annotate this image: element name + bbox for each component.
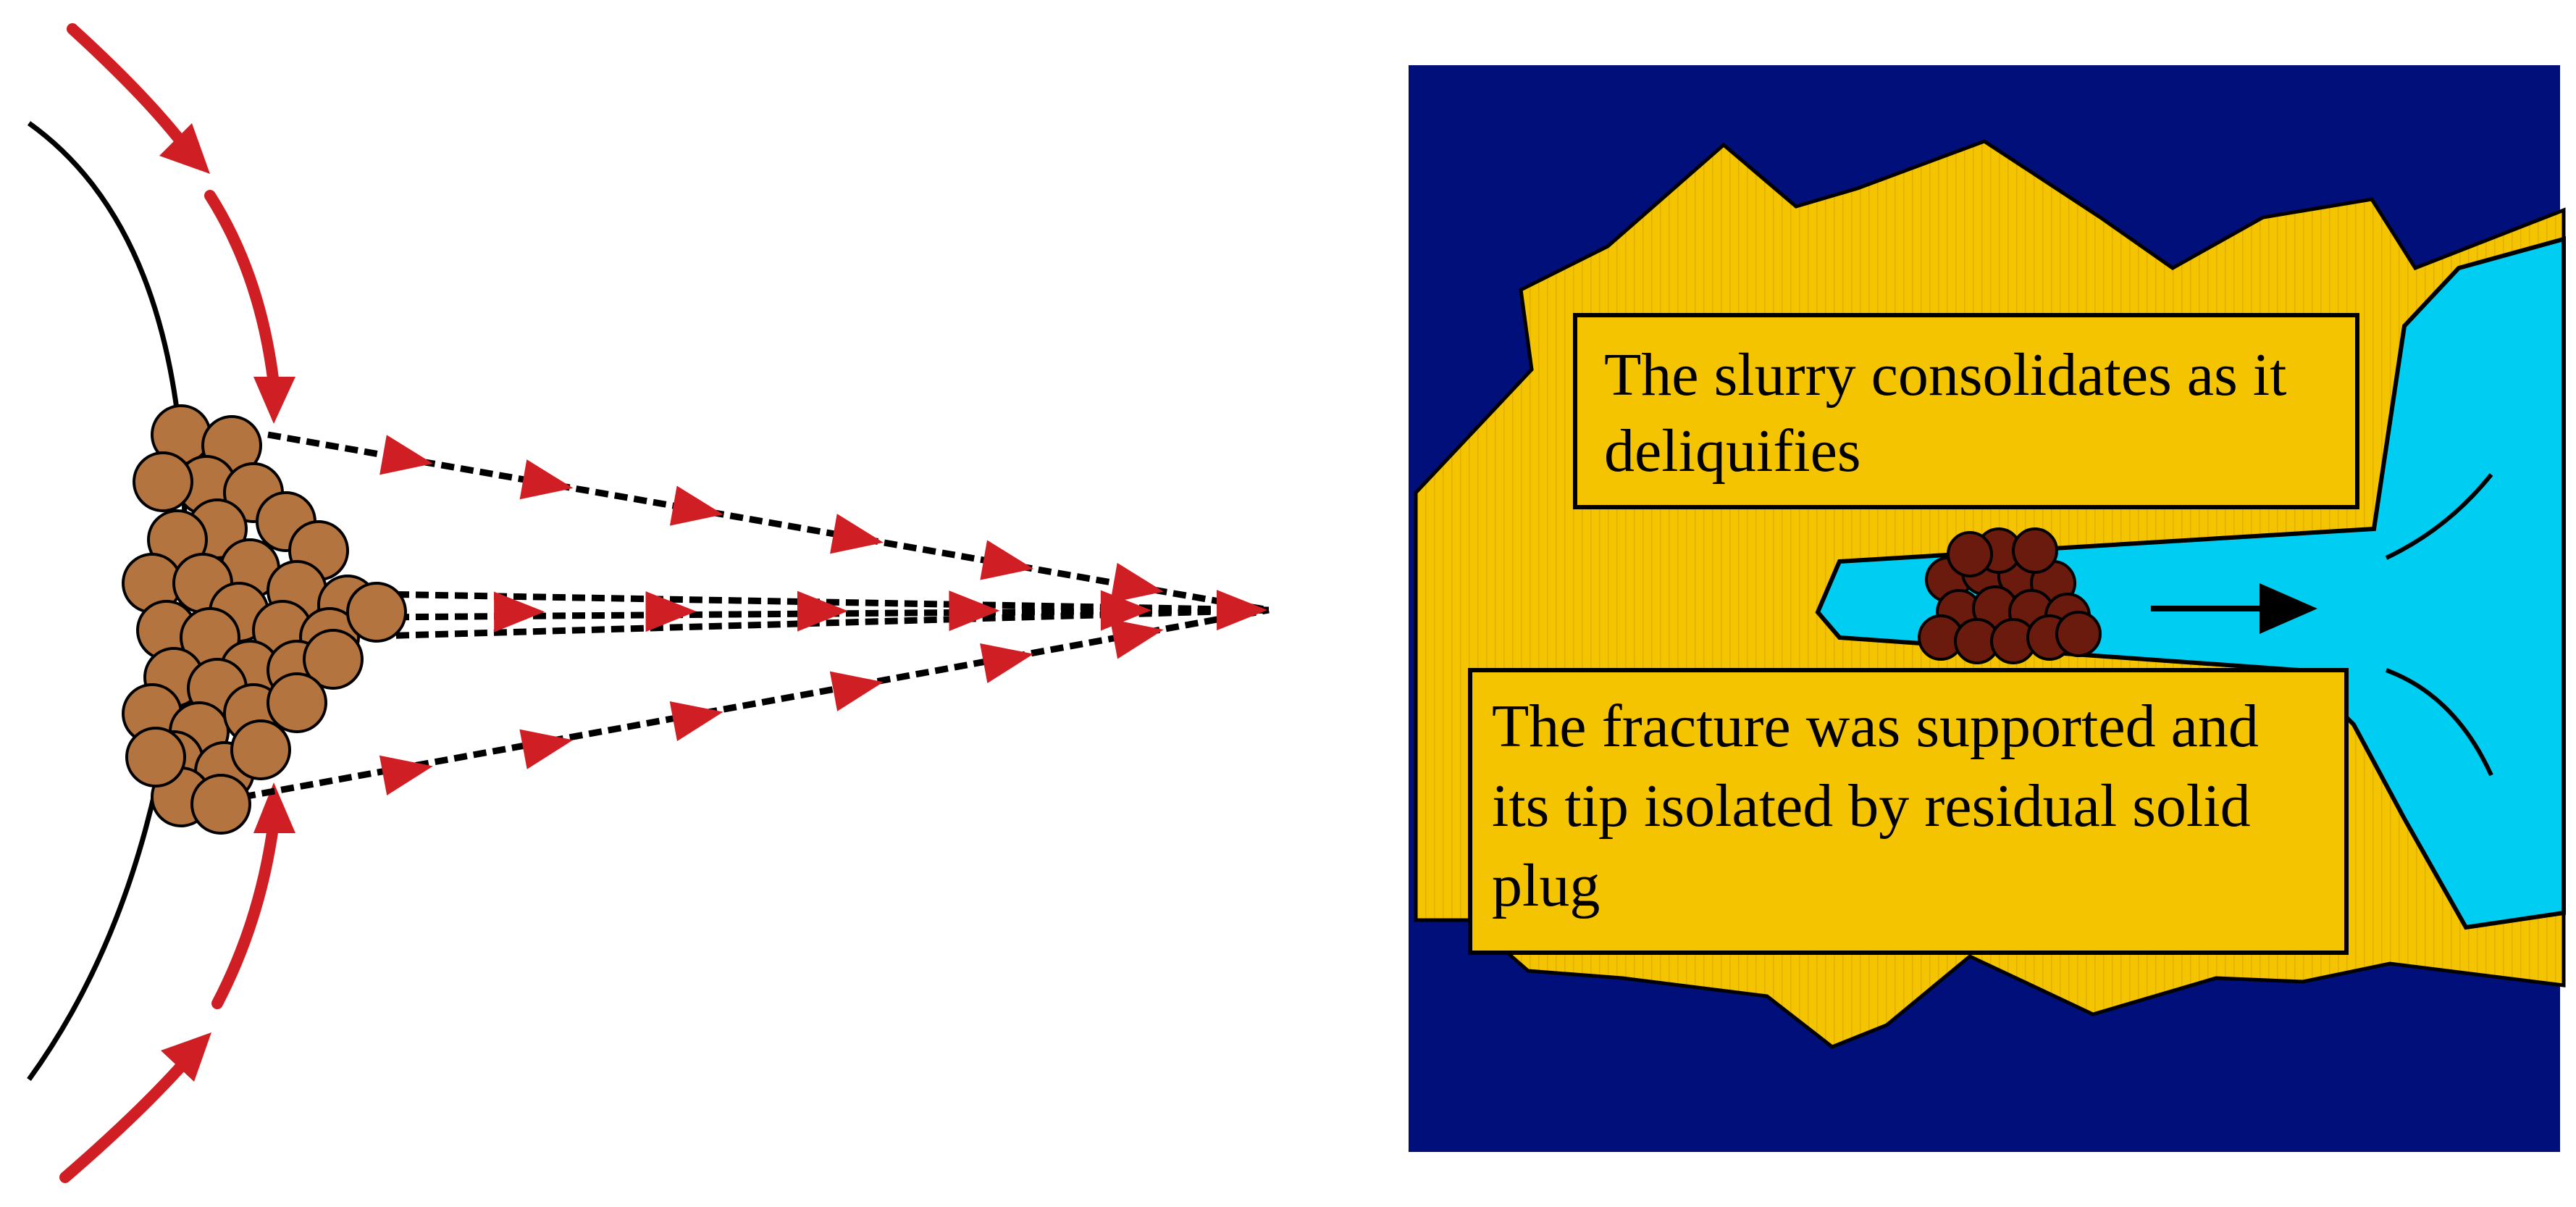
callout-bottom-line-1: The fracture was supported and	[1492, 693, 2259, 760]
solid-particle-plug-convergence	[27, 23, 1270, 1183]
curved-arrow-icon-bottom-head	[59, 1032, 211, 1183]
plug-grain	[2055, 611, 2102, 657]
fan-streamline-top	[2385, 473, 2493, 560]
flow-arrowhead-icon	[645, 591, 697, 632]
curved-arrow-icon-top	[204, 190, 295, 424]
callout-top-line-2: deliquifies	[1604, 417, 1861, 485]
flow-direction-arrow-icon	[2151, 583, 2317, 634]
grain	[125, 727, 186, 788]
plug-grain	[1947, 531, 1993, 577]
flow-arrowhead-icon	[379, 755, 433, 795]
flow-arrowhead-icon	[1100, 590, 1151, 631]
dashed-flow-line-icon	[242, 606, 1270, 801]
curved-arrow-icon-bottom	[211, 782, 295, 1009]
callout-bottom-line-2: its tip isolated by residual solid	[1492, 772, 2251, 840]
flow-arrowhead-icon	[980, 643, 1034, 684]
callout-top-line-1: The slurry consolidates as it	[1604, 341, 2286, 409]
grain	[230, 719, 291, 780]
flow-arrowhead-icon	[519, 459, 574, 500]
grain	[346, 582, 407, 643]
grain	[303, 629, 364, 690]
flow-arrowhead-icon	[829, 671, 884, 711]
fracture-tip-plug-schematic: The slurry consolidates as it deliquifie…	[1409, 65, 2566, 1152]
svg-text:The fracture was supported and: The fracture was supported and its tip i…	[1492, 693, 2274, 919]
flow-arrowhead-icon	[1109, 619, 1164, 659]
fracture-fluid	[1815, 236, 2566, 930]
callout-top: The slurry consolidates as it deliquifie…	[1573, 313, 2359, 509]
callout-bottom: The fracture was supported and its tip i…	[1468, 668, 2349, 955]
flow-arrowhead-icon	[980, 540, 1034, 580]
dashed-flow-line-icon	[267, 431, 1270, 614]
flow-arrowhead-icon	[669, 701, 723, 742]
fan-streamline-bottom	[2385, 668, 2493, 777]
grain	[267, 672, 327, 733]
flow-arrowhead-icon	[669, 485, 723, 526]
flow-arrowhead-icon	[519, 729, 574, 769]
flow-arrowhead-icon	[379, 435, 433, 475]
grain	[133, 451, 193, 512]
residual-solid-plug	[1918, 527, 2102, 664]
flow-arrowhead-icon	[949, 590, 1000, 632]
svg-text:The slurry consolidates as it: The slurry consolidates as it deliquifie…	[1604, 341, 2302, 485]
flow-arrowhead-icon	[830, 514, 884, 554]
flow-arrowhead-icon	[797, 590, 848, 632]
flow-arrowhead-icon	[1216, 590, 1268, 631]
curved-arrow-icon-top-head	[67, 23, 210, 174]
grain	[190, 774, 251, 835]
flow-arrowhead-icon	[1110, 562, 1164, 604]
particle-cluster	[122, 404, 407, 835]
callout-bottom-line-3: plug	[1492, 852, 1600, 919]
plug-grain	[2012, 527, 2058, 574]
flow-arrowhead-icon	[494, 591, 545, 632]
